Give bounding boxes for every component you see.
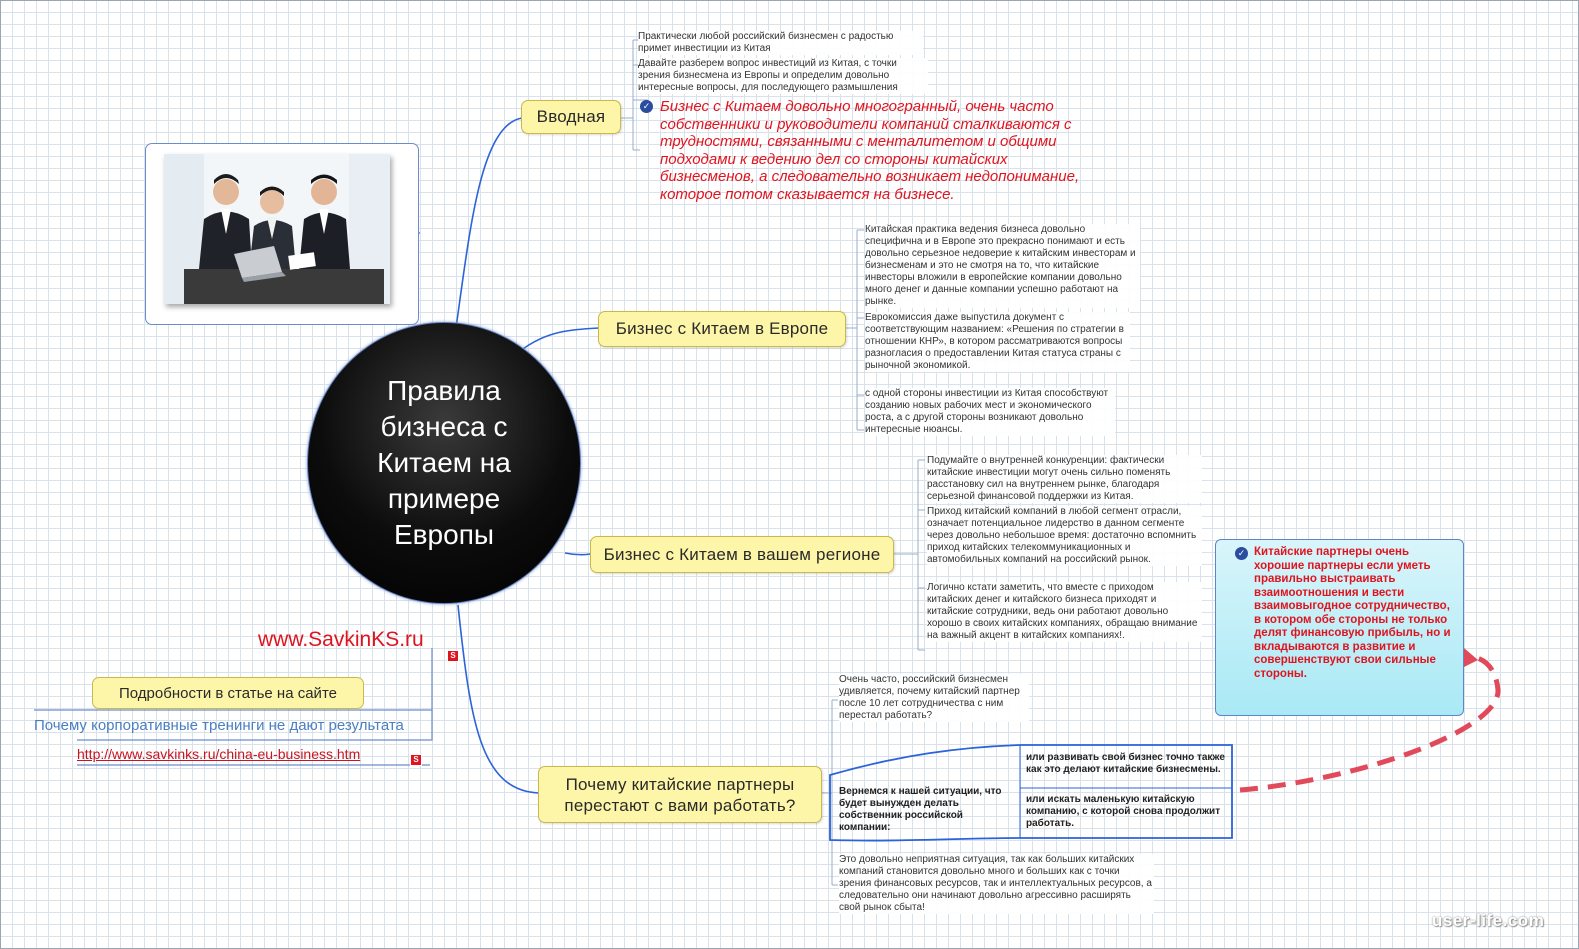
topic-region[interactable]: Бизнес с Китаем в вашем регионе	[590, 536, 894, 573]
branch-why	[457, 604, 539, 794]
relation-arrow	[1239, 654, 1501, 793]
article-url-link[interactable]: http://www.savkinks.ru/china-eu-business…	[77, 746, 361, 762]
branch-intro	[454, 117, 523, 336]
why-note-bottom: Это довольно неприятная ситуация, так ка…	[839, 854, 1154, 914]
check-icon: ✓	[640, 100, 653, 113]
related-article-link[interactable]: Почему корпоративные тренинги не дают ре…	[34, 717, 404, 734]
europe-note-2: Еврокомиссия даже выпустила документ с с…	[865, 312, 1130, 372]
region-note-1: Подумайте о внутренней конкуренции: факт…	[927, 455, 1202, 503]
branch-region	[564, 552, 591, 556]
business-meeting-photo	[164, 154, 390, 304]
why-note-top: Очень часто, российский бизнесмен удивля…	[839, 674, 1029, 722]
watermark: user-life.com	[1432, 911, 1545, 930]
intro-highlight: Бизнес с Китаем довольно многогранный, о…	[660, 98, 1080, 203]
details-button[interactable]: Подробности в статье на сайте	[92, 677, 364, 709]
source-icon[interactable]: S	[447, 650, 459, 662]
europe-note-3: с одной стороны инвестиции из Китая спос…	[865, 388, 1115, 436]
region-note-3: Логично кстати заметить, что вместе с пр…	[927, 582, 1202, 642]
callout-text: Китайские партнеры очень хорошие партнер…	[1254, 546, 1451, 680]
topic-why[interactable]: Почему китайские партнеры перестают с ва…	[538, 766, 822, 823]
central-topic-title: Правила бизнеса с Китаем на примере Евро…	[377, 375, 511, 550]
topic-europe[interactable]: Бизнес с Китаем в Европе	[598, 311, 846, 347]
why-option-2: или искать маленькую китайскую компанию,…	[1026, 794, 1221, 829]
intro-note-1: Практически любой российский бизнесмен с…	[638, 31, 923, 55]
topic-intro[interactable]: Вводная	[521, 100, 621, 134]
europe-note-1: Китайская практика ведения бизнеса довол…	[865, 224, 1140, 308]
callout-box[interactable]	[1215, 539, 1464, 716]
central-topic[interactable]: Правила бизнеса с Китаем на примере Евро…	[307, 322, 581, 604]
source-icon[interactable]: S	[410, 754, 422, 766]
why-option-1: или развивать свой бизнес точно также ка…	[1026, 752, 1225, 775]
check-icon: ✓	[1235, 547, 1248, 560]
intro-note-2: Давайте разберем вопрос инвестиций из Ки…	[638, 58, 928, 94]
site-label[interactable]: www.SavkinKS.ru	[258, 628, 424, 651]
why-question: Вернемся к нашей ситуации, что будет вын…	[839, 786, 1002, 833]
region-note-2: Приход китайский компаний в любой сегмен…	[927, 506, 1202, 566]
